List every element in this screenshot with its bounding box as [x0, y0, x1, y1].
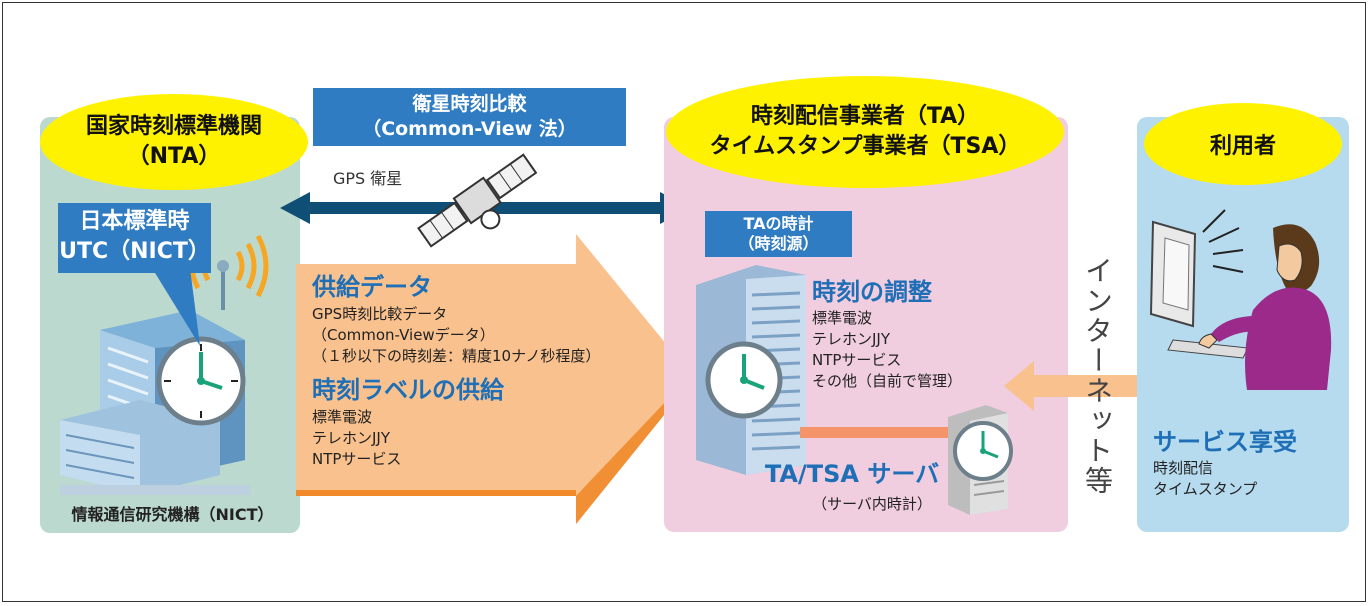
clock-icon [705, 341, 783, 419]
label-supply-item: テレホンJJY [312, 429, 391, 447]
service-heading: サービス享受 [1153, 428, 1297, 456]
label-supply-items: 標準電波 テレホンJJY NTPサービス [312, 407, 600, 470]
adjust-item: 標準電波 [812, 309, 873, 327]
satellite-compare-box: 衛星時刻比較 （Common-View 法） [313, 88, 626, 146]
user-oval: 利用者 [1144, 103, 1342, 185]
nta-time-line2: UTC（NICT） [59, 239, 210, 264]
service-items: 時刻配信 タイムスタンプ [1153, 458, 1297, 500]
ta-oval-line2: タイムスタンプ事業者（TSA） [709, 134, 1021, 159]
gps-label: GPS 衛星 [333, 169, 403, 188]
nta-caption: 情報通信研究機構（NICT） [71, 505, 274, 524]
time-box-pointer [152, 268, 200, 346]
adjust-item: テレホンJJY [812, 330, 891, 348]
adjust-block: 時刻の調整 標準電波 テレホンJJY NTPサービス その他（自前で管理） [812, 276, 962, 392]
ta-clock-line1: TAの時計 [743, 214, 814, 233]
nta-time-box: 日本標準時 UTC（NICT） [58, 203, 211, 273]
ta-oval-line1: 時刻配信事業者（TA） [750, 104, 980, 129]
internet-label: インターネット等 [1081, 256, 1114, 496]
user-oval-label: 利用者 [1209, 134, 1276, 159]
nta-oval-line1: 国家時刻標準機関 [85, 114, 262, 139]
server-sub: （サーバ内時計） [812, 495, 932, 513]
satellite-line1: 衛星時刻比較 [412, 93, 527, 115]
adjust-item: NTPサービス [812, 351, 902, 369]
supply-item: （１秒以下の時刻差：精度10ナノ秒程度） [312, 347, 601, 365]
service-block: サービス享受 時刻配信 タイムスタンプ [1153, 426, 1297, 500]
supply-block: 供給データ GPS時刻比較データ （Common-Viewデータ） （１秒以下の… [312, 270, 600, 470]
nta-time-line1: 日本標準時 [79, 209, 190, 234]
clock-icon [953, 421, 1013, 481]
server-heading: TA/TSA サーバ [764, 460, 940, 488]
nta-oval-line2: （NTA） [127, 144, 221, 169]
label-supply-item: NTPサービス [312, 450, 402, 468]
clock-icon [156, 336, 246, 426]
supply-item: （Common-Viewデータ） [312, 326, 495, 344]
adjust-items: 標準電波 テレホンJJY NTPサービス その他（自前で管理） [812, 308, 962, 392]
internet-arrow [1004, 361, 1180, 411]
nta-oval: 国家時刻標準機関 （NTA） [40, 94, 308, 190]
server-link-bar [800, 427, 950, 438]
ta-oval: 時刻配信事業者（TA） タイムスタンプ事業者（TSA） [666, 76, 1064, 188]
adjust-item: その他（自前で管理） [812, 372, 963, 390]
service-item: タイムスタンプ [1153, 480, 1258, 498]
ta-clock-line2: （時刻源） [738, 234, 819, 253]
ta-clock-box: TAの時計 （時刻源） [705, 211, 852, 257]
satellite-icon [417, 153, 538, 248]
user-at-computer-icon [1149, 209, 1332, 390]
satellite-line2: （Common-View 法） [362, 118, 577, 140]
adjust-heading: 時刻の調整 [812, 278, 932, 306]
service-item: 時刻配信 [1153, 459, 1214, 477]
supply-item: GPS時刻比較データ [312, 305, 448, 323]
supply-heading: 供給データ [312, 273, 432, 301]
supply-items: GPS時刻比較データ （Common-Viewデータ） （１秒以下の時刻差：精度… [312, 304, 600, 367]
label-supply-heading: 時刻ラベルの供給 [312, 376, 504, 404]
label-supply-item: 標準電波 [312, 408, 373, 426]
